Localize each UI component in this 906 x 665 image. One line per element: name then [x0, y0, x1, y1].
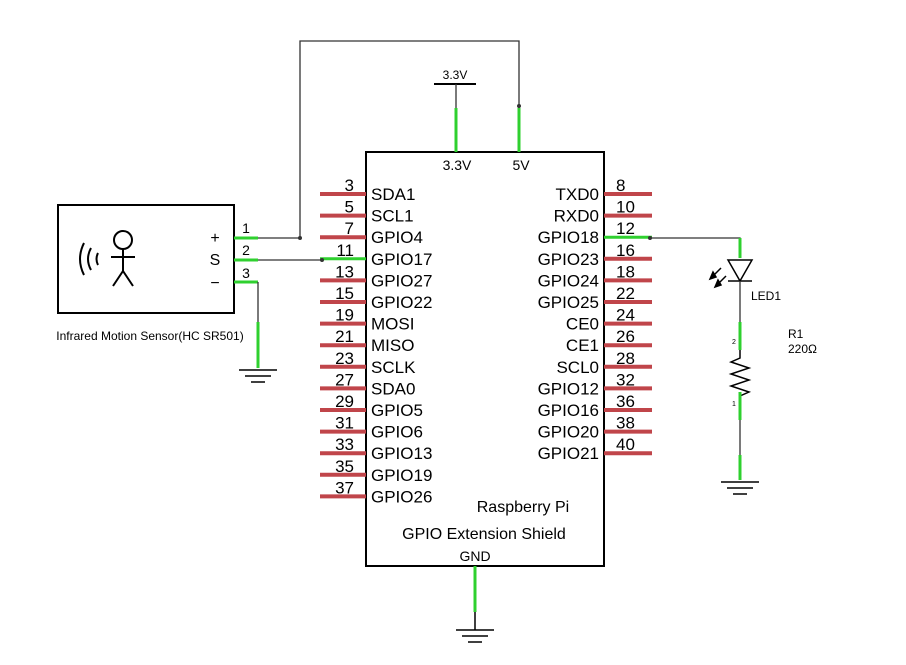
- pi-pin-21-number: 21: [335, 327, 354, 346]
- pi-pin-19-number: 19: [335, 306, 354, 325]
- pi-left-pin-group: 3 SDA1 5 SCL1 7 GPIO4 11 GPIO17 13 GPIO27 15 GPIO22…: [320, 176, 432, 506]
- motion-person-icon: [111, 230, 135, 287]
- pir-sensor-caption: Infrared Motion Sensor(HC SR501): [56, 329, 243, 343]
- infrared-wave-icon: [79, 242, 99, 276]
- pi-pin-37-name: GPIO26: [371, 487, 432, 506]
- led-label: LED1: [751, 289, 781, 303]
- pi-pin-33-number: 33: [335, 435, 354, 454]
- pi-pin-38-name: GPIO20: [538, 423, 599, 442]
- pi-pin-15-name: GPIO22: [371, 293, 432, 312]
- led-symbol: [708, 259, 754, 289]
- pi-pin-22-name: GPIO25: [538, 293, 599, 312]
- pi-pin-40-number: 40: [616, 435, 635, 454]
- pir-pin-2-number: 2: [242, 242, 250, 258]
- led-ground-symbol: [721, 481, 759, 495]
- pi-pin-31-number: 31: [335, 414, 354, 433]
- pi-pin-36-number: 36: [616, 392, 635, 411]
- resistor-value: 220Ω: [788, 342, 817, 356]
- pi-5v-label: 5V: [512, 157, 530, 173]
- pi-pin-3-number: 3: [345, 176, 354, 195]
- pi-pin-8-number: 8: [616, 176, 625, 195]
- pi-pin-26-name: CE1: [566, 336, 599, 355]
- pi-pin-35-name: GPIO19: [371, 466, 432, 485]
- pi-pin-12-number: 12: [616, 219, 635, 238]
- pi-pin-3-name: SDA1: [371, 185, 415, 204]
- pi-pin-28-number: 28: [616, 349, 635, 368]
- pi-pin-32-number: 32: [616, 370, 635, 389]
- pir-pin-1-number: 1: [242, 220, 250, 236]
- pir-pin-signal-symbol: S: [210, 252, 221, 269]
- pi-pin-28-name: SCL0: [556, 358, 599, 377]
- pi-pin-23-name: SCLK: [371, 358, 416, 377]
- pi-right-pin-group: 8TXD010RXD012GPIO1816GPIO2318GPIO2422GPI…: [538, 176, 652, 463]
- pi-pin-7-name: GPIO4: [371, 228, 423, 247]
- pi-pin-13-number: 13: [335, 262, 354, 281]
- pi-pin-23-number: 23: [335, 349, 354, 368]
- pi-pin-11-name: GPIO17: [371, 250, 432, 269]
- pi-pin-18-number: 18: [616, 262, 635, 281]
- pir-pin-vcc-symbol: +: [210, 230, 219, 247]
- pi-pin-32-name: GPIO12: [538, 379, 599, 398]
- pi-pin-11-number: 11: [336, 241, 354, 260]
- pir-sensor-body: [57, 204, 235, 314]
- resistor-pin-2-number: 2: [732, 339, 736, 346]
- pi-pin-29-name: GPIO5: [371, 401, 423, 420]
- wire-5v-to-sensor-vcc: [299, 40, 520, 238]
- pi-pin-12-name: GPIO18: [538, 228, 599, 247]
- pi-board-body: [365, 151, 605, 567]
- pi-pin-13-name: GPIO27: [371, 271, 432, 290]
- pi-pin-10-number: 10: [616, 198, 635, 217]
- pi-pin-19-name: MOSI: [371, 315, 414, 334]
- pi-pin-22-number: 22: [616, 284, 635, 303]
- supply-3v3-label: 3.3V: [443, 68, 468, 82]
- pir-pin-gnd-symbol: −: [210, 275, 219, 292]
- pi-gnd-label: GND: [459, 548, 490, 564]
- pi-pin-15-number: 15: [335, 284, 354, 303]
- pi-pin-35-number: 35: [335, 457, 354, 476]
- resistor-symbol: [728, 350, 752, 402]
- pi-title-line2: GPIO Extension Shield: [402, 526, 566, 543]
- wire-gpio18-to-led: [650, 237, 741, 258]
- pi-3v3-label: 3.3V: [443, 157, 472, 173]
- pi-pin-33-name: GPIO13: [371, 444, 432, 463]
- sensor-ground-symbol: [239, 369, 277, 383]
- pi-pin-26-number: 26: [616, 327, 635, 346]
- pi-ground-symbol: [456, 612, 494, 643]
- pi-pin-38-number: 38: [616, 414, 635, 433]
- pi-pin-8-name: TXD0: [556, 185, 599, 204]
- pir-pin-3-number: 3: [242, 265, 250, 281]
- pi-pin-5-number: 5: [345, 198, 354, 217]
- pi-pin-37-number: 37: [335, 478, 354, 497]
- pi-pin-16-number: 16: [616, 241, 635, 260]
- pi-pin-29-number: 29: [335, 392, 354, 411]
- pi-pin-40-name: GPIO21: [538, 444, 599, 463]
- wire-junction-gpio18: [648, 236, 652, 240]
- pi-pin-10-name: RXD0: [554, 207, 599, 226]
- resistor-label: R1: [788, 327, 804, 341]
- pi-pin-7-number: 7: [345, 219, 354, 238]
- pi-pin-18-name: GPIO24: [538, 271, 599, 290]
- pi-pin-21-name: MISO: [371, 336, 414, 355]
- pi-pin-16-name: GPIO23: [538, 250, 599, 269]
- pi-pin-24-name: CE0: [566, 315, 599, 334]
- pi-pin-24-number: 24: [616, 306, 635, 325]
- pi-pin-36-name: GPIO16: [538, 401, 599, 420]
- wire-junction-gpio17: [320, 258, 324, 262]
- wire-junction-5v: [517, 104, 521, 108]
- pi-pin-27-name: SDA0: [371, 379, 415, 398]
- pi-title-line1: Raspberry Pi: [477, 499, 569, 516]
- resistor-pin-1-number: 1: [732, 401, 736, 408]
- pi-pin-5-name: SCL1: [371, 207, 414, 226]
- pi-pin-27-number: 27: [335, 370, 354, 389]
- pi-pin-31-name: GPIO6: [371, 423, 423, 442]
